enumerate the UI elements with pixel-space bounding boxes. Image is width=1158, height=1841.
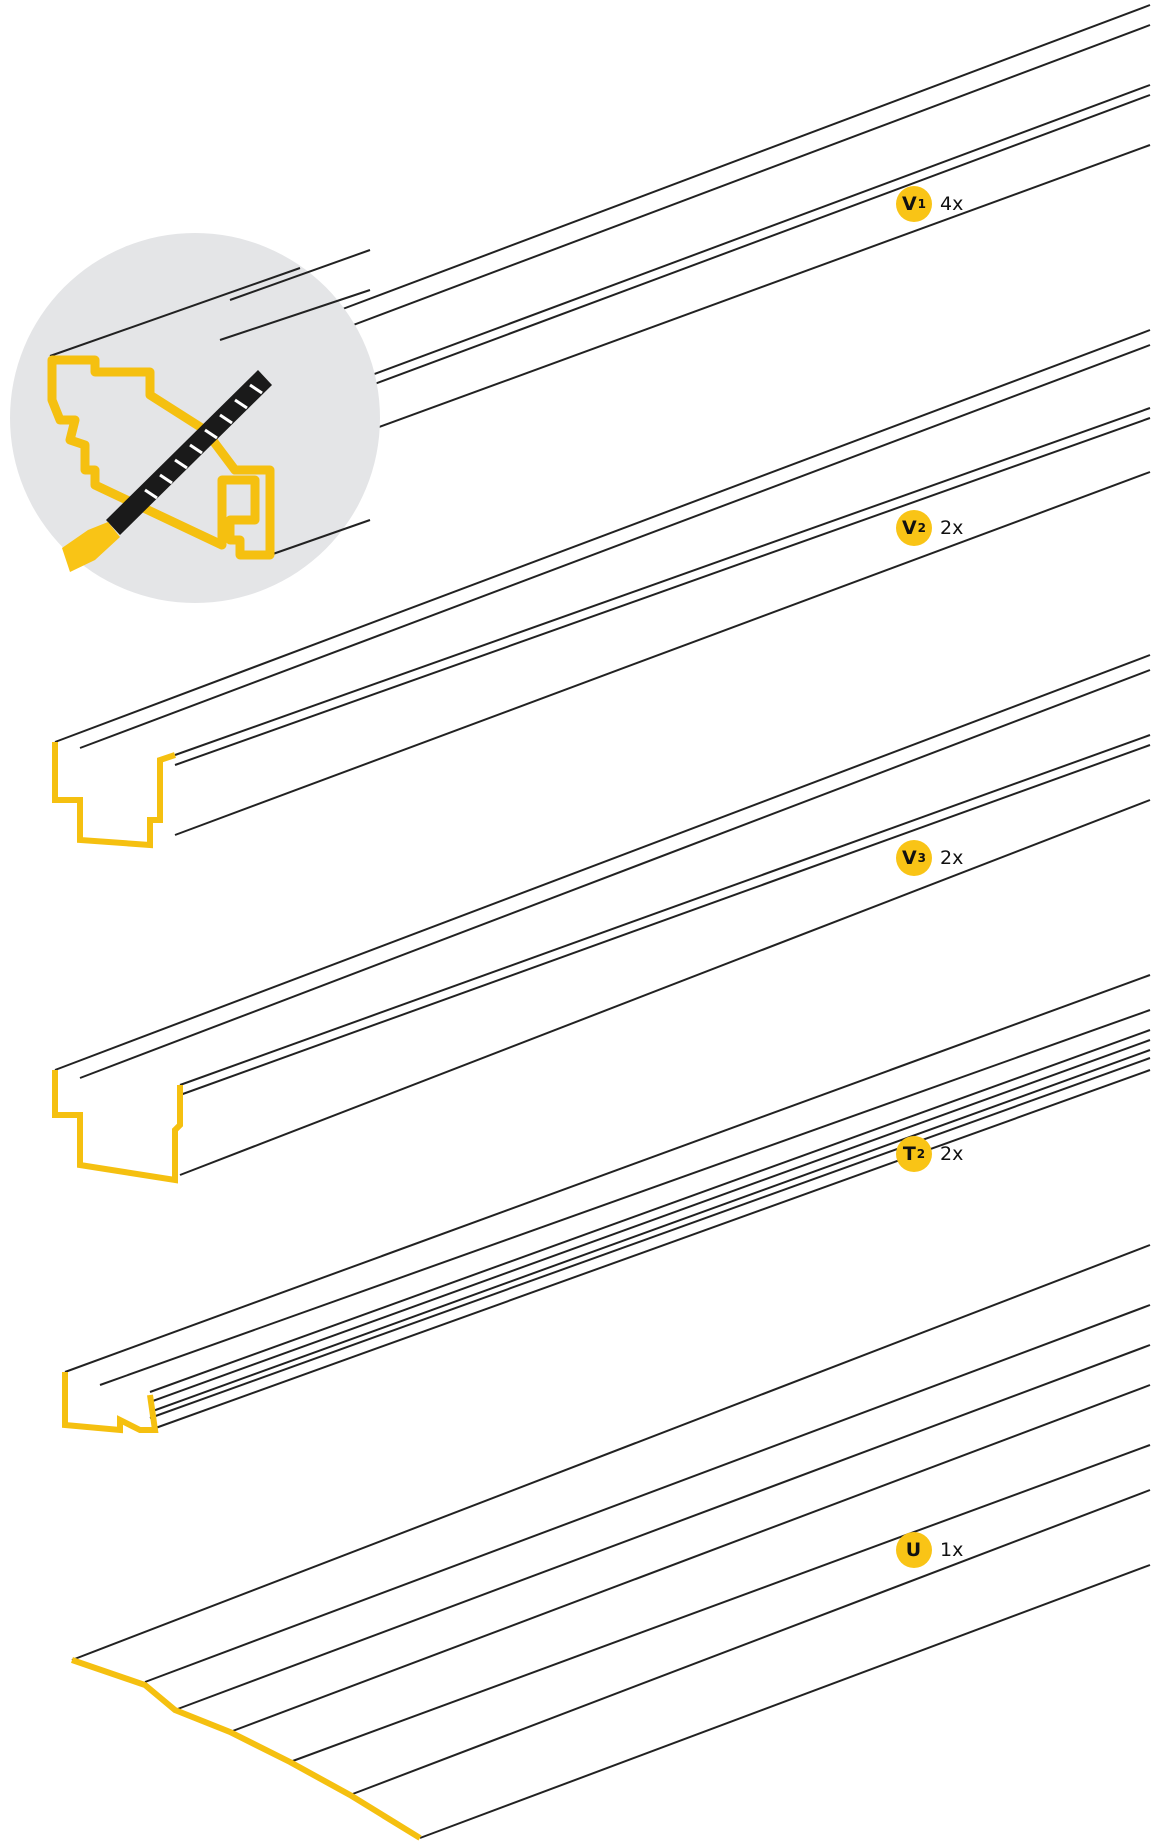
profile-v3 [52, 654, 1151, 1184]
badge-u: U [896, 1532, 932, 1568]
label-u: U 1x [896, 1532, 963, 1568]
quantity-t2: 2x [940, 1143, 964, 1165]
quantity-u: 1x [940, 1539, 964, 1561]
profile-v1 [329, 4, 1151, 446]
profile-v2 [52, 329, 1151, 849]
detail-inset [10, 233, 380, 603]
deburring-file-icon [62, 370, 272, 572]
profile-cross-section [47, 355, 275, 560]
quantity-v1: 4x [940, 193, 964, 215]
quantity-v3: 2x [940, 847, 964, 869]
profile-u [71, 1244, 1151, 1841]
quantity-v2: 2x [940, 517, 964, 539]
profile-t2 [62, 974, 1151, 1434]
